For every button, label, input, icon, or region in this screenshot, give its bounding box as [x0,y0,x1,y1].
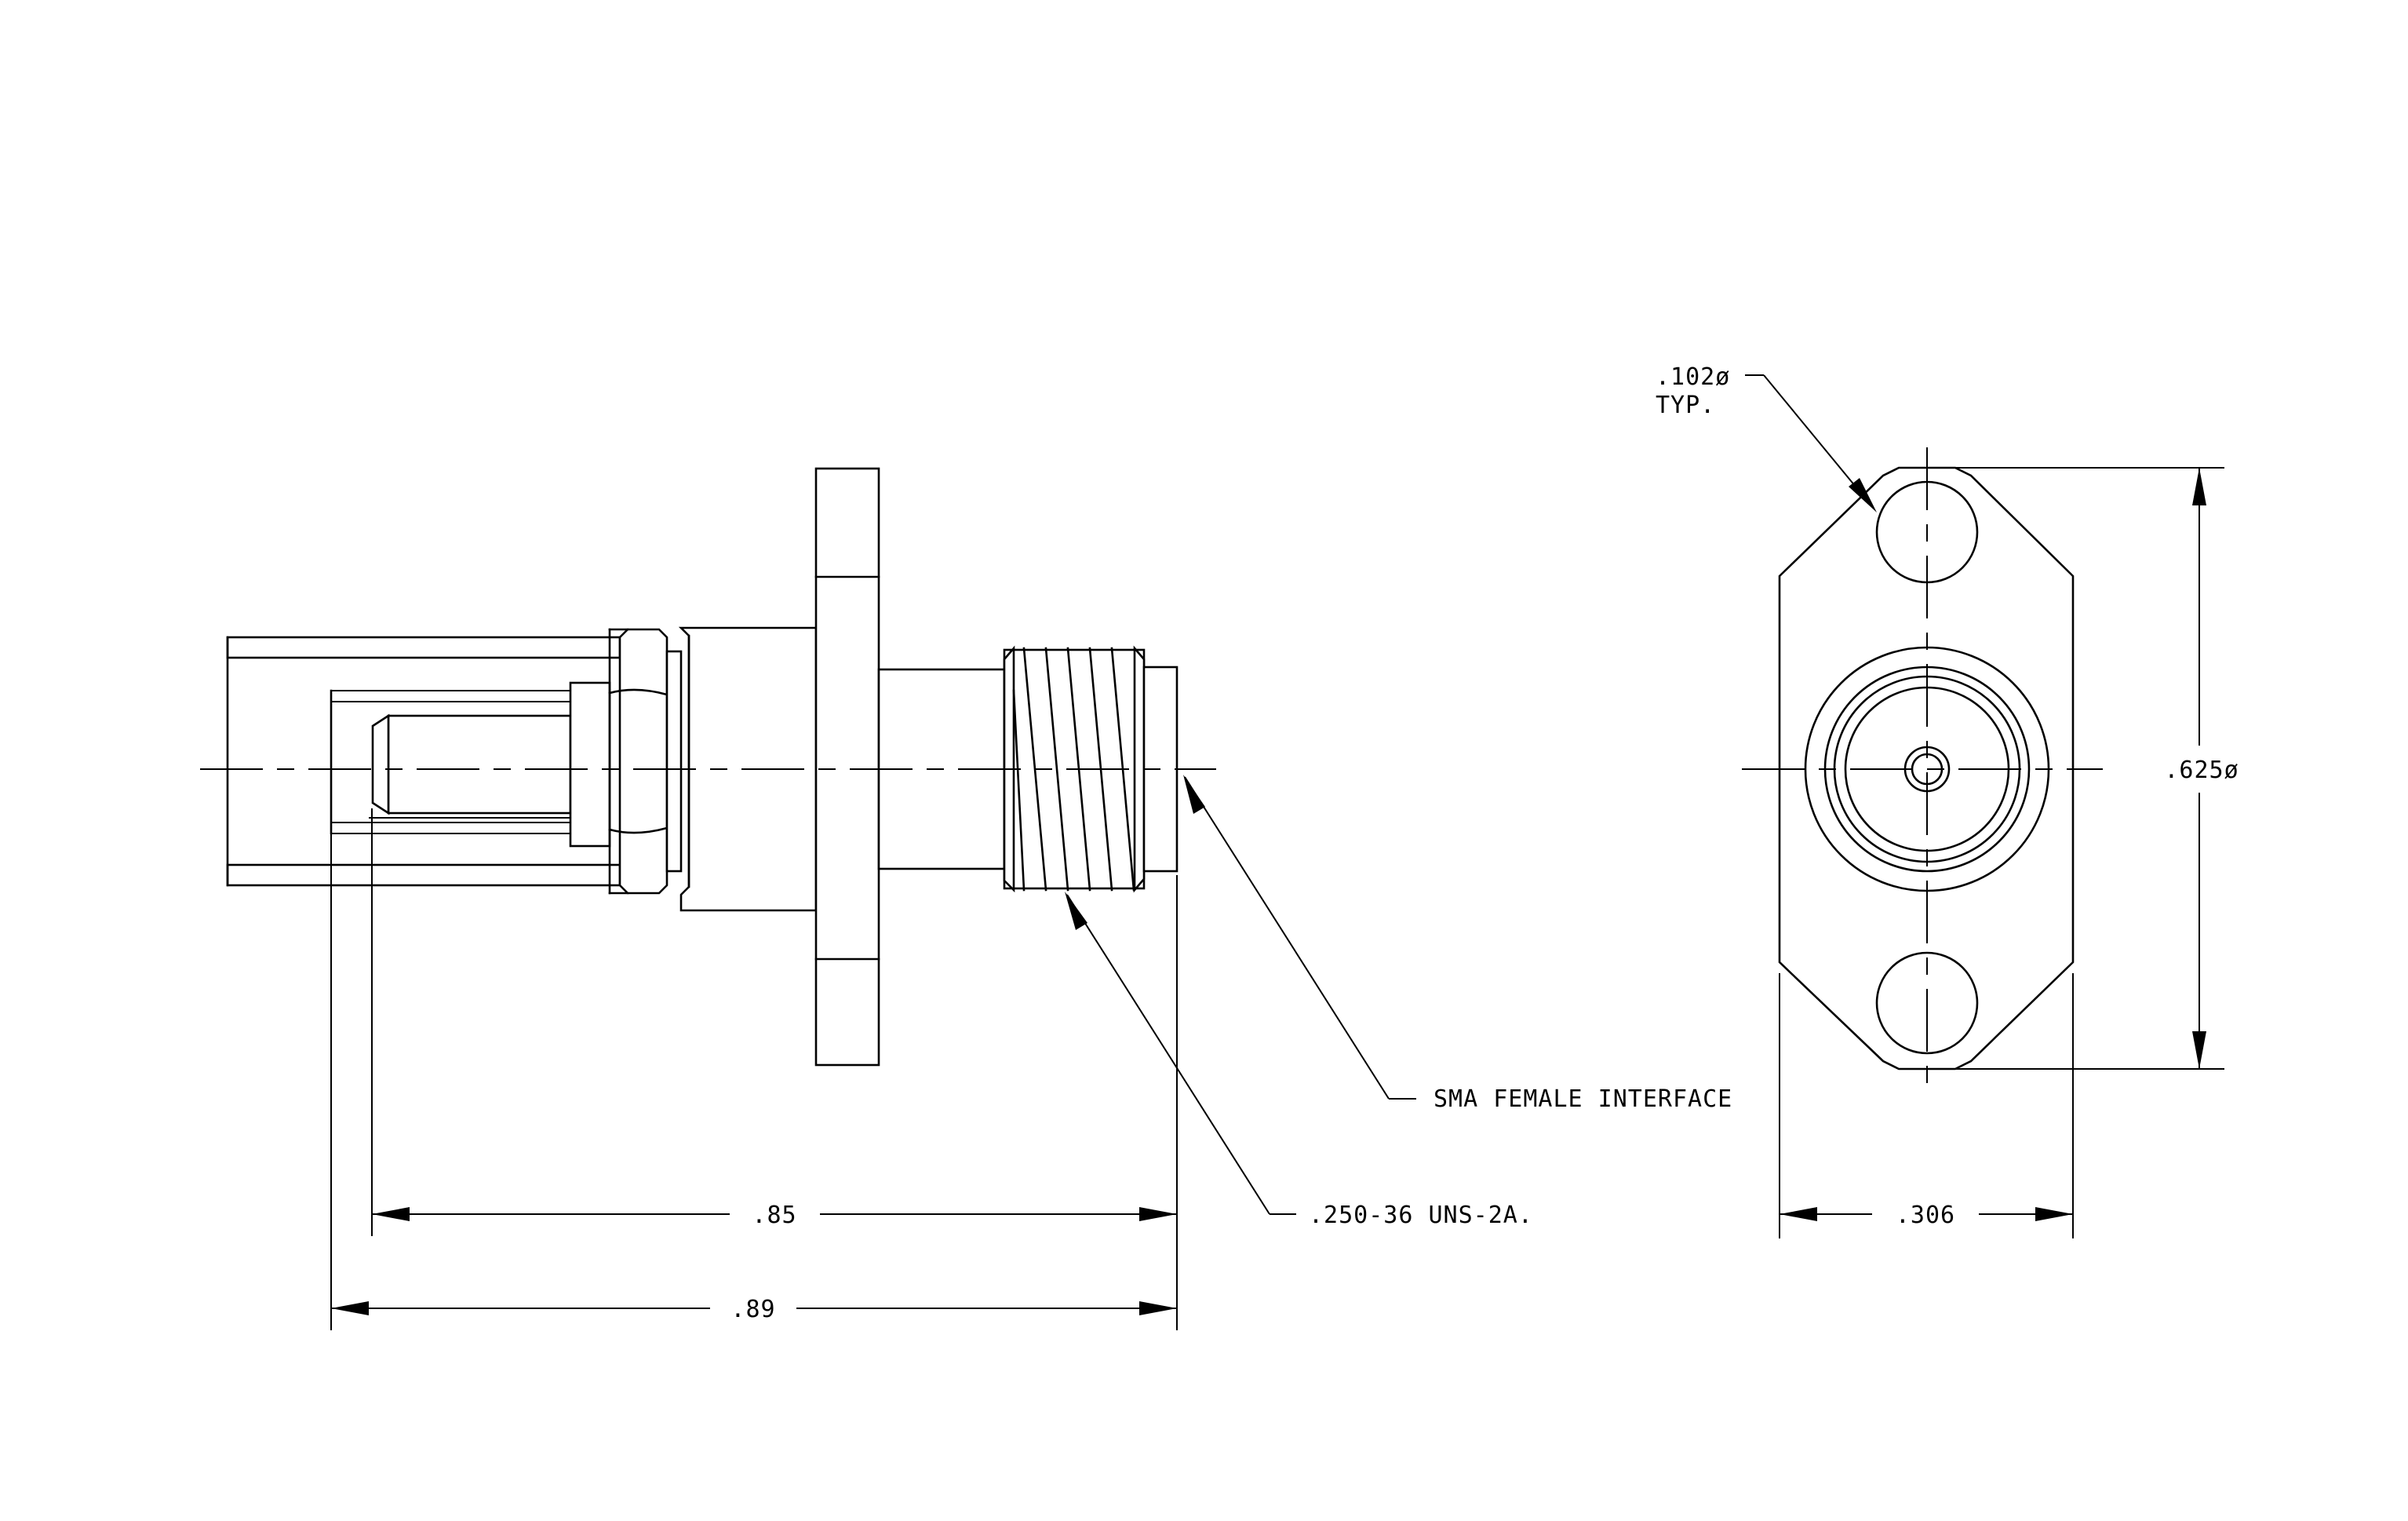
dimension-length-inner: .85 [372,1202,1177,1229]
mount-hole-bottom [1875,951,1979,1055]
leader-hole: .102ø TYP. [1656,363,1877,512]
hex-nut [608,628,668,895]
cable-jacket-bottom [226,863,621,887]
dim-label-0625: .625ø [2164,757,2239,784]
braid-core [387,714,572,815]
dim-label-0306: .306 [1896,1202,1955,1229]
leader-thread: .250-36 UNS-2A. [1065,892,1533,1229]
callout-hole-typ: TYP. [1656,392,1715,419]
inner-tube-bottom [330,822,571,834]
dimension-flange-width: .306 [1779,973,2074,1238]
ferrule [569,681,611,848]
leader-sma-interface: SMA FEMALE INTERFACE [1183,775,1732,1113]
callout-sma-interface: SMA FEMALE INTERFACE [1434,1085,1732,1113]
flange-outline [1778,466,2075,1071]
dimension-flange-height: .625ø [1955,467,2239,1070]
callout-thread: .250-36 UNS-2A. [1309,1202,1533,1229]
inner-tube-top [330,690,571,702]
side-view [200,467,1216,1067]
dimension-length-overall: .89 [331,1296,1177,1323]
flange-side [814,467,880,1067]
callout-hole-dia: .102ø [1656,363,1730,391]
dim-label-085: .85 [752,1202,796,1229]
cable-jacket-top [226,636,621,659]
dim-label-089: .89 [730,1296,775,1323]
front-view [1742,447,2103,1091]
